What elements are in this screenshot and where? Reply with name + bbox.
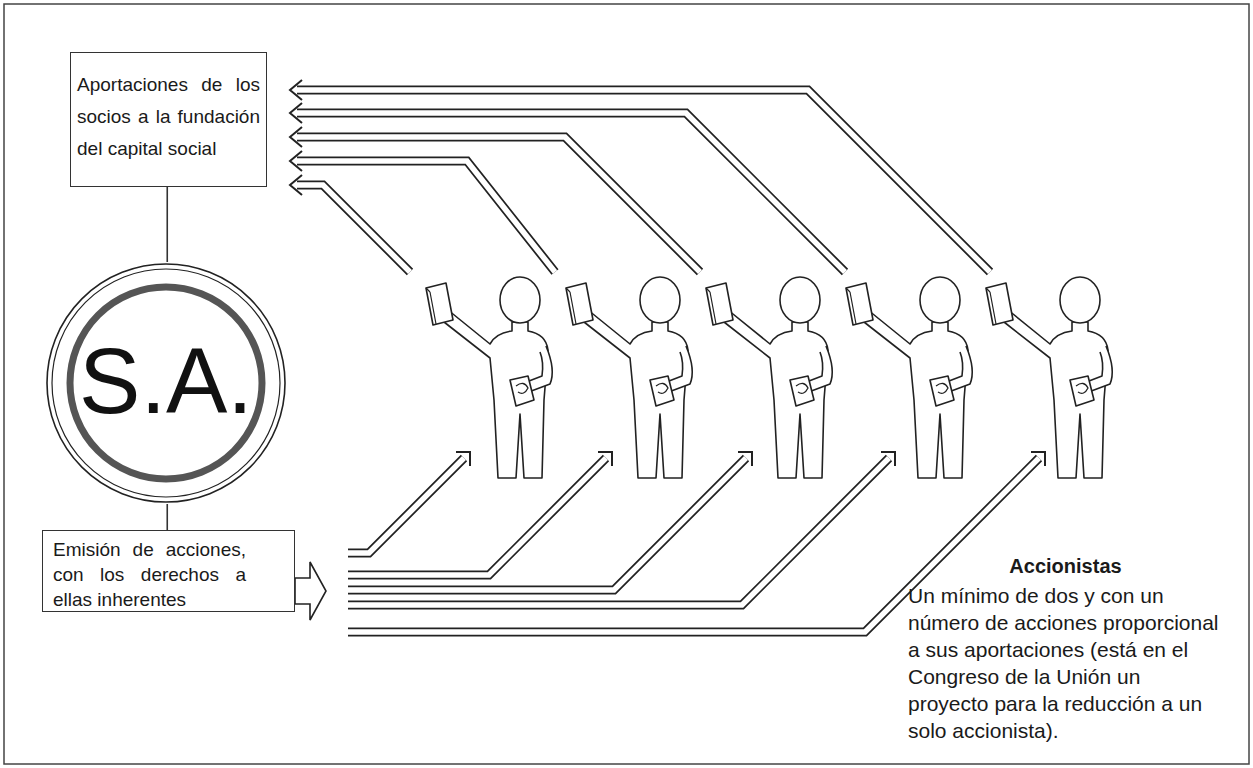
circle-content: S.A.: [45, 262, 287, 504]
note-text: Un mínimo de dos y con un número de acci…: [908, 582, 1223, 744]
company-circle: S.A.: [45, 262, 287, 504]
box-text: Emisión de acciones, con los derechos a …: [53, 537, 246, 612]
shareholder-figure: [566, 277, 692, 478]
box-text: Aportaciones de los socios a la fundació…: [77, 69, 260, 165]
shareholder-figure: [706, 277, 832, 478]
issue-arrow-head: [295, 562, 326, 620]
group-heading: Accionistas: [908, 553, 1223, 579]
circle-ring: [47, 264, 285, 502]
circle-label: S.A.: [79, 335, 253, 427]
contribution-arrows: [290, 80, 990, 272]
connector-line: [166, 504, 168, 530]
contribution-box: Aportaciones de los socios a la fundació…: [70, 52, 267, 187]
shareholder-figure: [426, 277, 552, 478]
shareholder-figure: [986, 277, 1112, 478]
connector-line: [166, 187, 168, 262]
shareholder-figures: [426, 277, 1112, 478]
shareholder-figure: [846, 277, 972, 478]
frame: [4, 4, 1249, 764]
share-issue-box: Emisión de acciones, con los derechos a …: [42, 530, 295, 612]
circle-ring: [70, 287, 262, 479]
circle-ring: [52, 269, 280, 497]
